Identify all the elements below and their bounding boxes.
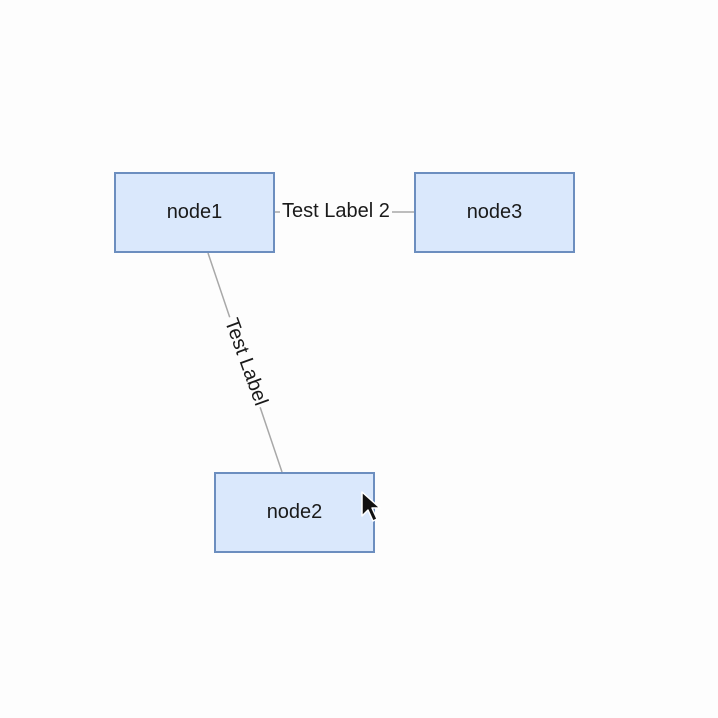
node3-box[interactable]: node3 <box>414 172 575 253</box>
node2-box[interactable]: node2 <box>214 472 375 553</box>
node1-label: node1 <box>166 201 223 223</box>
node1-box[interactable]: node1 <box>114 172 275 253</box>
edge-label-node1-node3[interactable]: Test Label 2 <box>280 199 392 223</box>
node3-label: node3 <box>466 201 523 223</box>
node2-label: node2 <box>266 501 323 523</box>
